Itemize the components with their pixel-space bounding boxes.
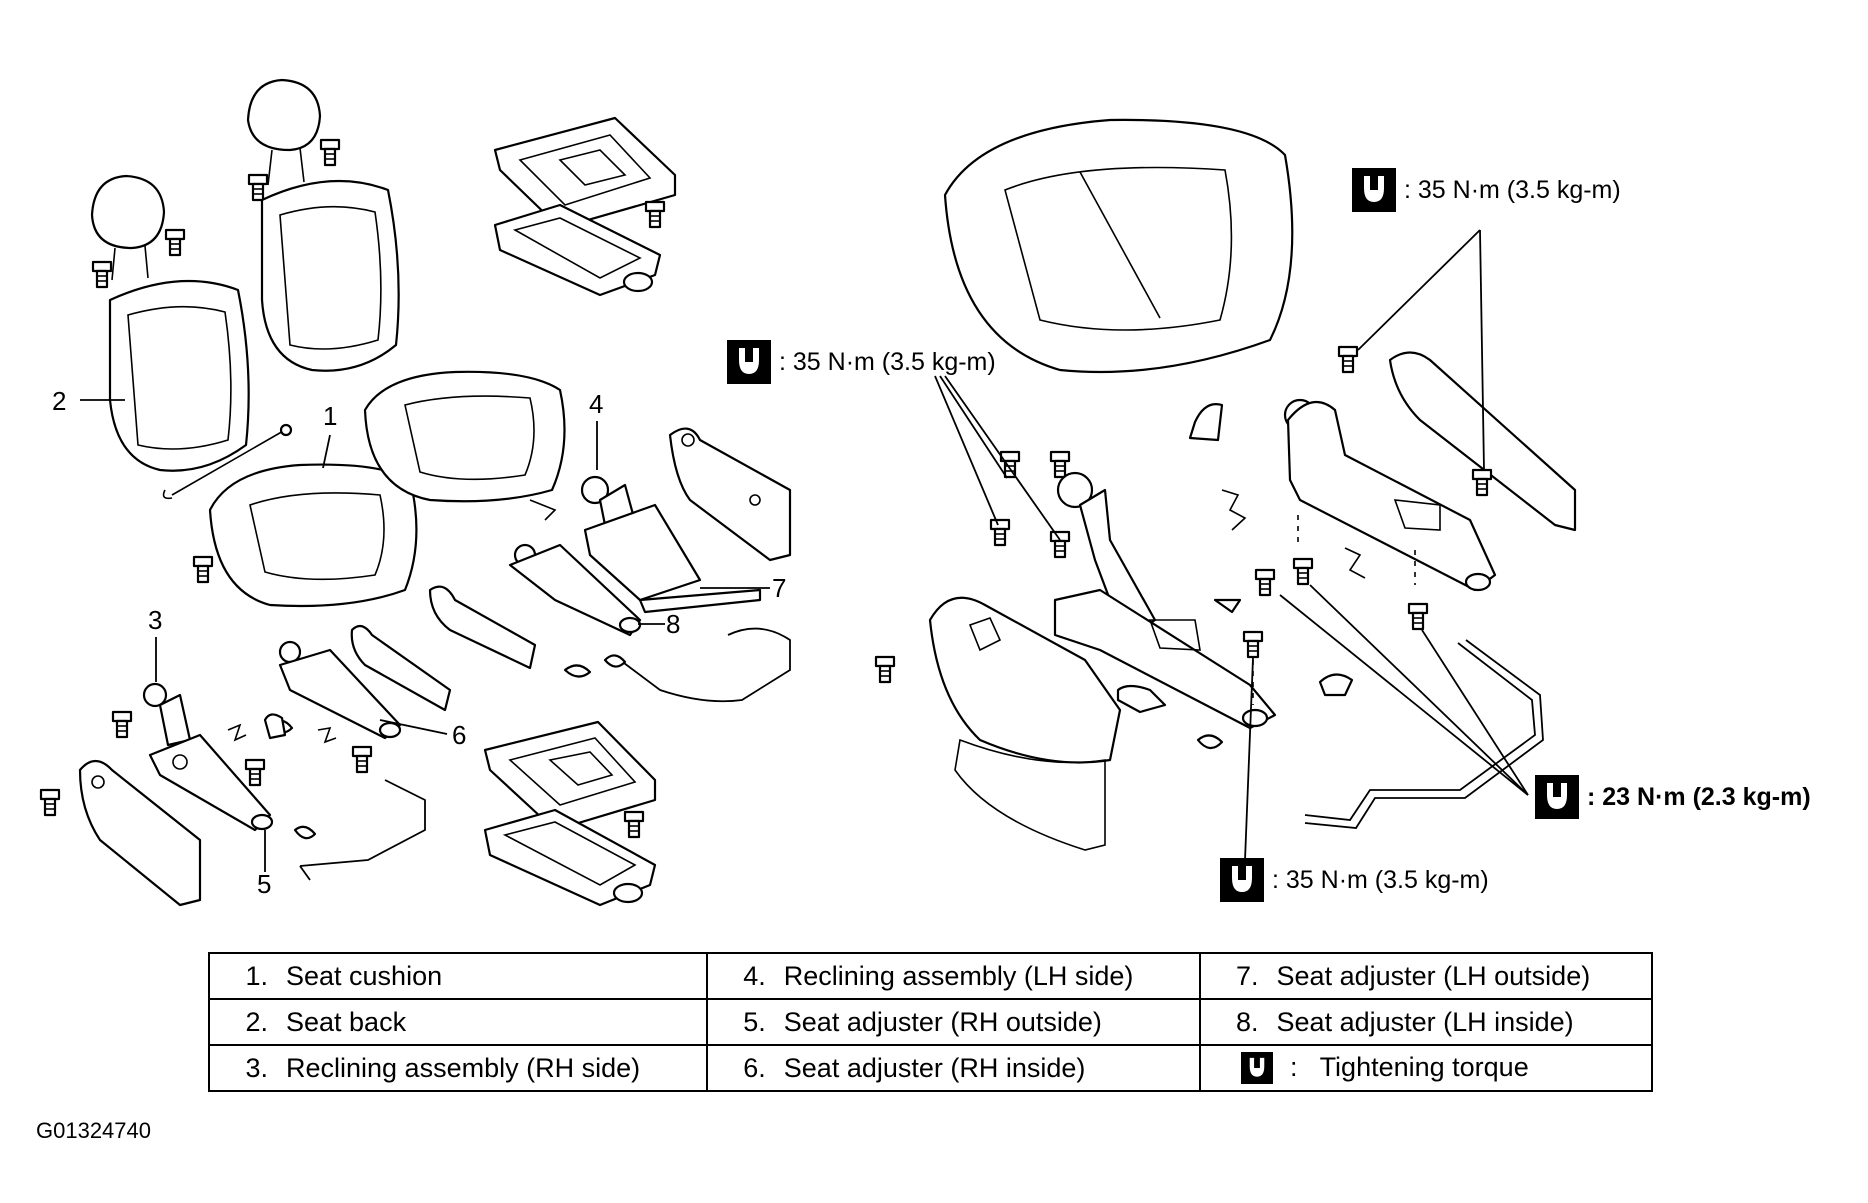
- torque-wrench-icon: [1220, 858, 1264, 902]
- legend-cell: 8. Seat adjuster (LH inside): [1198, 998, 1654, 1046]
- headrest-rear: [246, 78, 322, 186]
- torque-callout-recliner: : 35 N·m (3.5 kg-m): [727, 340, 996, 384]
- reclining-assembly-enlarged: [1056, 471, 1157, 642]
- legend-cell: 7. Seat adjuster (LH outside): [1198, 952, 1654, 1000]
- seat-adjuster-enlarged-inside: [1283, 398, 1497, 592]
- legend-text: Seat adjuster (RH inside): [783, 1052, 1086, 1083]
- torque-wrench-icon: [1240, 1052, 1273, 1085]
- legend-cell: 5. Seat adjuster (RH outside): [705, 998, 1201, 1046]
- seat-adjuster-rh-inside: [278, 640, 402, 740]
- seat-tray-bottom: [483, 720, 657, 907]
- legend-cell: : Tightening torque: [1198, 1044, 1654, 1092]
- legend-number: 4.: [743, 960, 766, 991]
- callout-3: 3: [148, 605, 163, 635]
- legend-text: Seat adjuster (LH outside): [1276, 960, 1591, 991]
- callout-1: 1: [323, 401, 338, 431]
- legend-text: Seat cushion: [286, 960, 443, 991]
- seat-tray-top: [493, 116, 677, 297]
- callout-4: 4: [589, 389, 604, 419]
- seat-back-rear: [260, 179, 400, 372]
- callout-7: 7: [772, 573, 787, 603]
- torque-label-adjuster: : 23 N·m (2.3 kg-m): [1587, 782, 1811, 811]
- callout-2: 2: [52, 386, 67, 416]
- seat-adjuster-rh-outside: [148, 733, 274, 832]
- legend-number: 2.: [245, 1006, 268, 1037]
- torque-callout-top-right: : 35 N·m (3.5 kg-m): [1352, 168, 1621, 212]
- legend-number: 3.: [245, 1052, 268, 1083]
- torque-label-bottom: : 35 N·m (3.5 kg-m): [1272, 865, 1489, 894]
- legend-number: 1.: [245, 960, 268, 991]
- legend-text: Seat back: [286, 1006, 407, 1037]
- callout-8: 8: [666, 609, 681, 639]
- legend-cell: 3. Reclining assembly (RH side): [208, 1044, 708, 1092]
- wire-rod: [1304, 639, 1544, 829]
- legend-text: Reclining assembly (RH side): [286, 1052, 641, 1083]
- legend-text: Reclining assembly (LH side): [783, 960, 1134, 991]
- torque-label-recliner: : 35 N·m (3.5 kg-m): [779, 347, 996, 376]
- legend-text: Seat adjuster (RH outside): [783, 1006, 1102, 1037]
- torque-callout-bottom: : 35 N·m (3.5 kg-m): [1220, 858, 1489, 902]
- torque-callout-adjuster: : 23 N·m (2.3 kg-m): [1535, 775, 1811, 819]
- seat-adjuster-lh-inside: [508, 543, 642, 637]
- torque-wrench-icon: [727, 340, 771, 384]
- seat-side-cover-inner: [1388, 351, 1577, 532]
- legend-text: Tightening torque: [1319, 1051, 1529, 1082]
- legend-number: 7.: [1236, 960, 1259, 991]
- seat-cushion-left: [208, 463, 418, 608]
- legend-cell: 1. Seat cushion: [208, 952, 708, 1000]
- legend-cell: 4. Reclining assembly (LH side): [705, 952, 1201, 1000]
- legend-cell: 2. Seat back: [208, 998, 708, 1046]
- figure-id: G01324740: [36, 1118, 151, 1143]
- legend-row: 3. Reclining assembly (RH side) 6. Seat ad…: [208, 1044, 1654, 1092]
- callout-5: 5: [257, 869, 272, 899]
- callout-6: 6: [452, 720, 467, 750]
- legend-number: 5.: [743, 1006, 766, 1037]
- torque-wrench-icon: [1352, 168, 1396, 212]
- seat-adjuster-enlarged-outside: [1053, 588, 1277, 730]
- seat-back-front: [108, 279, 250, 472]
- seat-side-cover-rh: [78, 759, 202, 907]
- torque-leaders: [934, 229, 1529, 861]
- torque-wrench-icon: [1535, 775, 1579, 819]
- seat-cushion-mid: [363, 370, 566, 503]
- seat-cushion-enlarged: [943, 118, 1294, 374]
- legend-row: 2. Seat back 5. Seat adjuster (RH outside)…: [208, 998, 1654, 1046]
- legend-number: 6.: [743, 1052, 766, 1083]
- torque-label-top-right: : 35 N·m (3.5 kg-m): [1404, 175, 1621, 204]
- parts-legend-table: 1. Seat cushion 4. Reclining assembly (LH …: [208, 952, 1654, 1092]
- legend-number: :: [1290, 1051, 1298, 1082]
- seat-adjuster-lh-outside: [583, 503, 762, 614]
- seat-side-cover-enlarged: [928, 596, 1122, 851]
- legend-row: 1. Seat cushion 4. Reclining assembly (LH …: [208, 952, 1654, 1000]
- headrest-front: [90, 174, 166, 281]
- seat-side-cover-lh: [668, 427, 792, 562]
- legend-number: 8.: [1236, 1006, 1259, 1037]
- reclining-assembly-rh: [142, 682, 192, 747]
- bolt-group-recliner: [989, 450, 1071, 559]
- legend-cell: 6. Seat adjuster (RH inside): [705, 1044, 1201, 1092]
- legend-text: Seat adjuster (LH inside): [1276, 1006, 1574, 1037]
